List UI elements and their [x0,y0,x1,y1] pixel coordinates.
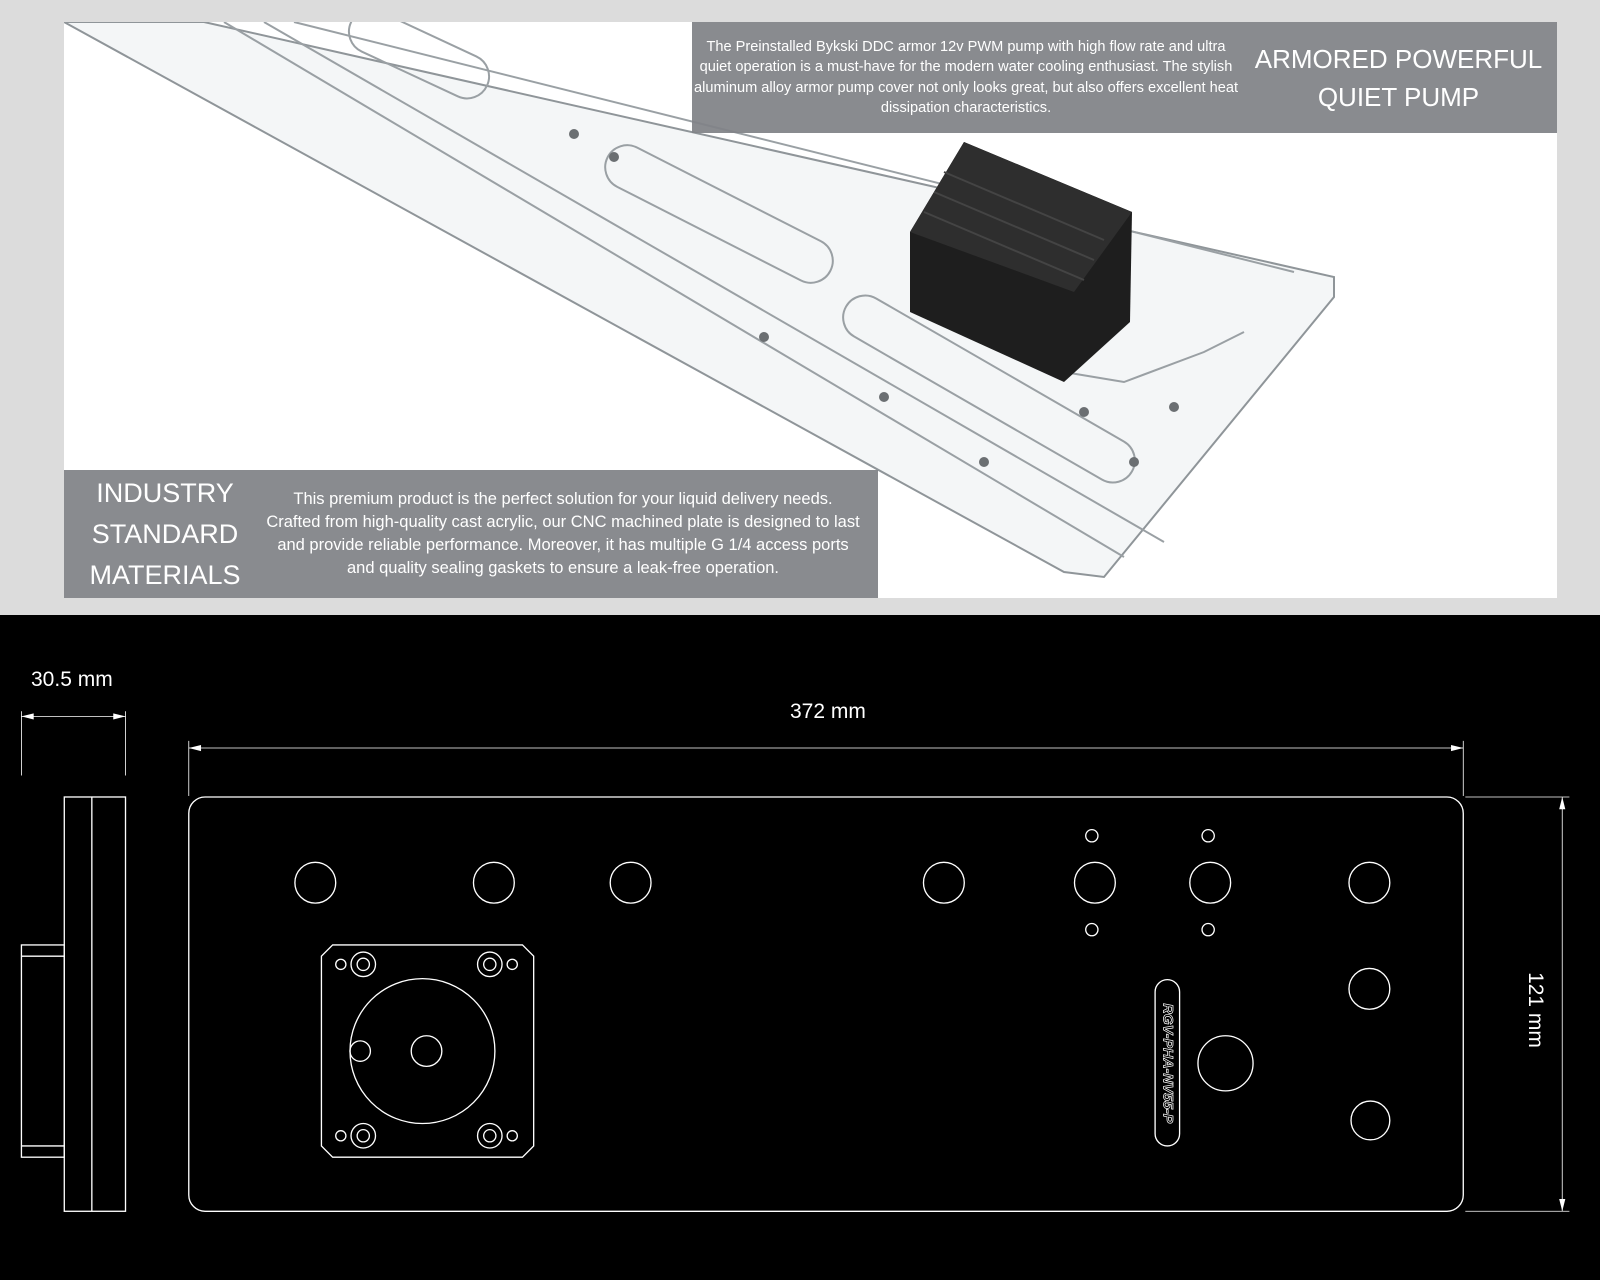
engraving-slot [1154,978,1181,1147]
side-view [20,711,127,1212]
materials-title: INDUSTRY STANDARD MATERIALS [89,477,241,590]
plate-outline [188,796,1464,1212]
pump-mount [320,944,535,1158]
materials-feature-box: INDUSTRY STANDARD MATERIALS This premium… [64,470,878,598]
pump-title: ARMORED POWERFUL QUIET PUMP [1254,43,1543,112]
port-holes [294,828,1391,1141]
materials-description: This premium product is the perfect solu… [266,490,860,577]
pump-unit [910,142,1132,382]
height-dimension: 121 mm [1524,972,1547,1048]
pump-feature-box: The Preinstalled Bykski DDC armor 12v PW… [692,22,1557,133]
pump-description: The Preinstalled Bykski DDC armor 12v PW… [693,38,1239,117]
product-render-section: The Preinstalled Bykski DDC armor 12v PW… [0,0,1600,615]
thickness-dimension: 30.5 mm [31,668,113,691]
product-image-panel: The Preinstalled Bykski DDC armor 12v PW… [64,22,1557,598]
engraving-text: RGV-PHA-NV55-P [1160,1003,1176,1123]
length-dimension: 372 mm [790,700,866,723]
technical-drawing: RGV-PHA-NV55-P [20,711,1570,1212]
distribution-plate-render [64,22,1335,579]
